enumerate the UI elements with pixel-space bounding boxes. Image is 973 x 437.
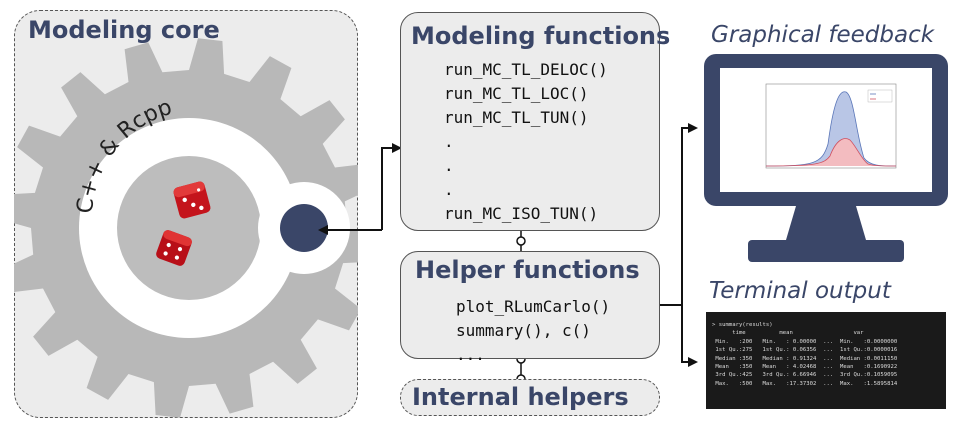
function-item: run_MC_TL_TUN()	[444, 108, 589, 127]
function-item: .	[444, 132, 454, 151]
link-node	[516, 236, 526, 246]
helper-functions-title: Helper functions	[415, 256, 640, 284]
function-item: summary(), c()	[456, 321, 591, 340]
modeling-functions-box	[400, 12, 660, 231]
terminal-line: 3rd Qu.:425 3rd Qu.: 6.66946 ... 3rd Qu.…	[712, 372, 898, 379]
arrow-to-modeling-functions	[381, 143, 402, 230]
arrow-to-graphical-feedback	[681, 123, 698, 305]
modeling-functions-list: run_MC_TL_DELOC() run_MC_TL_LOC() run_MC…	[444, 58, 608, 226]
mini-plot	[765, 83, 897, 169]
terminal-line: time mean var	[712, 330, 864, 337]
terminal-line: Mean :350 Mean : 4.02468 ... Mean :0.169…	[712, 364, 898, 371]
function-item: .	[444, 180, 454, 199]
gear-illustration: C++ & Rcpp	[14, 38, 358, 418]
graphical-feedback-caption: Graphical feedback	[711, 22, 935, 48]
terminal-output-caption: Terminal output	[709, 278, 891, 304]
terminal-line: Max. :500 Max. :17.37302 ... Max. :1.589…	[712, 380, 898, 387]
terminal-line: Median :350 Median : 0.91324 ... Median …	[712, 355, 898, 362]
terminal-line: Min. :200 Min. : 0.00000 ... Min. :0.000…	[712, 338, 898, 345]
terminal-text: > summary(results) time mean var Min. :2…	[706, 312, 946, 388]
gear-hub	[117, 156, 261, 300]
modeling-functions-title: Modeling functions	[411, 22, 671, 50]
connector-port-icon	[280, 204, 328, 252]
monitor-icon	[704, 54, 948, 262]
helper-functions-box	[400, 251, 660, 359]
terminal-window: > summary(results) time mean var Min. :2…	[706, 312, 946, 409]
function-item: .	[444, 156, 454, 175]
function-item: run_MC_TL_DELOC()	[444, 60, 608, 79]
plot-screen	[720, 68, 932, 192]
helper-functions-list: plot_RLumCarlo() summary(), c() ...	[456, 295, 610, 367]
terminal-line: > summary(results)	[712, 322, 773, 328]
modeling-core-title: Modeling core	[28, 16, 220, 44]
internal-helpers-box	[400, 379, 660, 416]
dice-icon	[173, 181, 211, 219]
internal-helpers-title: Internal helpers	[412, 383, 629, 411]
function-item: ...	[456, 345, 485, 364]
function-item: run_MC_TL_LOC()	[444, 84, 589, 103]
arrow-to-terminal-output	[681, 305, 698, 367]
dice-icon	[156, 230, 192, 266]
function-item: run_MC_ISO_TUN()	[444, 204, 599, 223]
function-item: plot_RLumCarlo()	[456, 297, 611, 316]
terminal-line: 1st Qu.:275 1st Qu.: 0.06356 ... 1st Qu.…	[712, 347, 898, 354]
